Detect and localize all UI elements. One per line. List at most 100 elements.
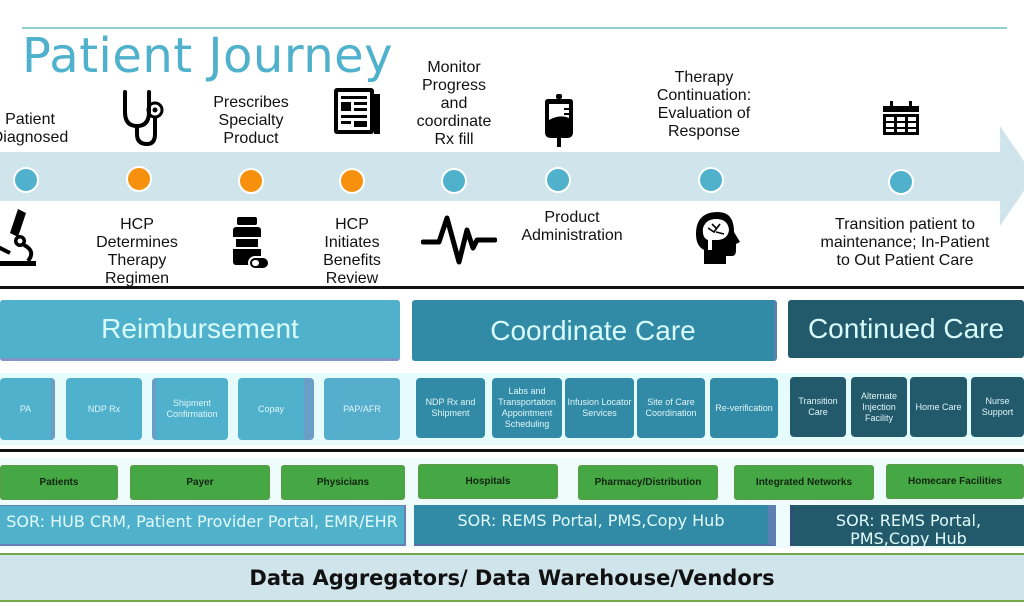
- tile-alternate-injection: Alternate Injection Facility: [851, 377, 907, 437]
- step-line: Rx fill: [434, 131, 474, 148]
- tile-label: Shipment Confirmation: [166, 398, 218, 419]
- stakeholder-homecare-facilities: Homecare Facilities: [886, 464, 1024, 499]
- stakeholder-patients: Patients: [0, 465, 118, 500]
- tile-label: PA: [19, 403, 32, 414]
- step-line: Progress: [421, 77, 487, 94]
- stethoscope-icon: [123, 90, 164, 146]
- step-monitor-progress: Monitor Progress and coordinate Rx fill: [417, 59, 492, 149]
- tile-label: Nurse Support: [981, 396, 1014, 417]
- stakeholder-label: Payer: [186, 477, 214, 488]
- iv-bag-icon: [545, 94, 573, 147]
- phase-title: Reimbursement: [101, 313, 299, 344]
- stakeholder-label: Patients: [39, 477, 79, 488]
- tile-label: Re-verification: [715, 402, 773, 413]
- tile-labs-transportation: Labs and Transportation Appointment Sche…: [492, 378, 562, 438]
- step-line: Therapy: [107, 252, 167, 269]
- tile-home-care: Home Care: [910, 377, 967, 437]
- tile-transition-care: Transition Care: [790, 377, 846, 437]
- footer-label: Data Aggregators/ Data Warehouse/Vendors: [249, 565, 775, 590]
- journey-dot-5: [441, 168, 467, 194]
- stakeholder-physicians: Physicians: [281, 465, 405, 500]
- step-line: Transition patient to: [835, 216, 975, 233]
- stakeholder-label: Pharmacy/Distribution: [594, 477, 702, 488]
- step-product-administration: Product Administration: [521, 209, 622, 245]
- tile-label: Copay: [257, 403, 284, 414]
- sor-label: SOR: REMS Portal, PMS,Copy Hub: [835, 511, 982, 548]
- tile-label: Infusion Locator Services: [567, 397, 632, 418]
- step-line: Patient: [5, 111, 55, 128]
- step-line: maintenance; In-Patient: [820, 234, 990, 251]
- tile-site-of-care: Site of Care Coordination: [637, 378, 705, 438]
- tile-label: Alternate Injection Facility: [860, 390, 898, 423]
- step-patient-diagnosed: Patient Diagnosed: [0, 111, 68, 147]
- sor-continued-care: SOR: REMS Portal, PMS,Copy Hub: [790, 505, 1024, 548]
- tile-label: NDP Rx: [87, 403, 121, 414]
- step-line: Specialty: [218, 112, 284, 129]
- page-title: Patient Journey: [22, 28, 394, 84]
- journey-arrow-head: [1000, 126, 1024, 226]
- data-aggregators-bar: Data Aggregators/ Data Warehouse/Vendors: [0, 553, 1024, 602]
- phase-header-reimbursement: Reimbursement: [0, 300, 400, 361]
- tile-pa: PA: [0, 378, 55, 440]
- step-line: Therapy: [674, 69, 734, 86]
- step-line: HCP: [120, 216, 154, 233]
- step-line: Product: [223, 130, 279, 147]
- step-line: Continuation:: [656, 87, 752, 104]
- stakeholder-integrated-networks: Integrated Networks: [734, 465, 874, 500]
- step-line: Administration: [521, 227, 623, 244]
- tile-label: Home Care: [915, 401, 962, 412]
- stakeholder-payer: Payer: [130, 465, 270, 500]
- step-line: Initiates: [324, 234, 380, 251]
- step-line: Response: [667, 123, 741, 140]
- step-prescribes-specialty-product: Prescribes Specialty Product: [213, 94, 289, 148]
- tile-ndp-rx-and-shipment: NDP Rx and Shipment: [416, 378, 485, 438]
- step-line: and: [440, 95, 468, 112]
- tile-re-verification: Re-verification: [710, 378, 778, 438]
- journey-dot-1: [13, 167, 39, 193]
- step-line: Product: [544, 209, 600, 226]
- tile-nurse-support: Nurse Support: [971, 377, 1024, 437]
- journey-dot-8: [888, 169, 914, 195]
- tile-label: NDP Rx and Shipment: [425, 397, 476, 418]
- phase-header-continued-care: Continued Care: [788, 300, 1024, 358]
- step-hcp-determines-therapy: HCP Determines Therapy Regimen: [96, 216, 178, 288]
- tile-label: PAP/AFR: [343, 403, 381, 414]
- step-line: coordinate: [416, 113, 492, 130]
- tile-label: Transition Care: [798, 396, 838, 417]
- tile-shipment-confirmation: Shipment Confirmation: [152, 378, 228, 440]
- step-line: to Out Patient Care: [836, 252, 974, 269]
- step-line: Review: [325, 270, 379, 287]
- tile-label: Site of Care Coordination: [645, 397, 697, 418]
- stakeholder-label: Hospitals: [465, 476, 511, 487]
- tile-copay: Copay: [238, 378, 314, 440]
- divider-journey: [0, 286, 1024, 289]
- microscope-icon: [0, 209, 36, 266]
- step-hcp-initiates-benefits: HCP Initiates Benefits Review: [323, 216, 381, 288]
- step-line: HCP: [335, 216, 369, 233]
- journey-dot-7: [698, 167, 724, 193]
- sor-label: SOR: HUB CRM, Patient Provider Portal, E…: [6, 512, 398, 531]
- step-line: Monitor: [427, 59, 481, 76]
- calendar-icon: [883, 101, 919, 135]
- journey-dot-3: [238, 168, 264, 194]
- stakeholder-label: Physicians: [316, 477, 370, 488]
- divider-phases: [0, 449, 1024, 452]
- step-line: Diagnosed: [0, 129, 69, 146]
- step-line: Evaluation of: [657, 105, 751, 122]
- phase-title: Continued Care: [807, 313, 1005, 344]
- step-transition-patient: Transition patient to maintenance; In-Pa…: [821, 216, 990, 270]
- tile-infusion-locator: Infusion Locator Services: [565, 378, 634, 438]
- sor-reimbursement: SOR: HUB CRM, Patient Provider Portal, E…: [0, 505, 406, 546]
- journey-dot-2: [126, 166, 152, 192]
- sor-coordinate-care: SOR: REMS Portal, PMS,Copy Hub: [414, 505, 776, 546]
- stakeholder-label: Integrated Networks: [755, 477, 853, 488]
- tile-label: Labs and Transportation Appointment Sche…: [498, 386, 556, 429]
- heartbeat-icon: [421, 215, 497, 265]
- journey-dot-6: [545, 167, 571, 193]
- medicine-bottle-icon: [233, 217, 270, 270]
- step-line: Benefits: [323, 252, 381, 269]
- stakeholder-hospitals: Hospitals: [418, 464, 558, 499]
- tile-pap-afr: PAP/AFR: [324, 378, 400, 440]
- journey-arrow-band: [0, 152, 1000, 201]
- stakeholder-label: Homecare Facilities: [908, 476, 1002, 487]
